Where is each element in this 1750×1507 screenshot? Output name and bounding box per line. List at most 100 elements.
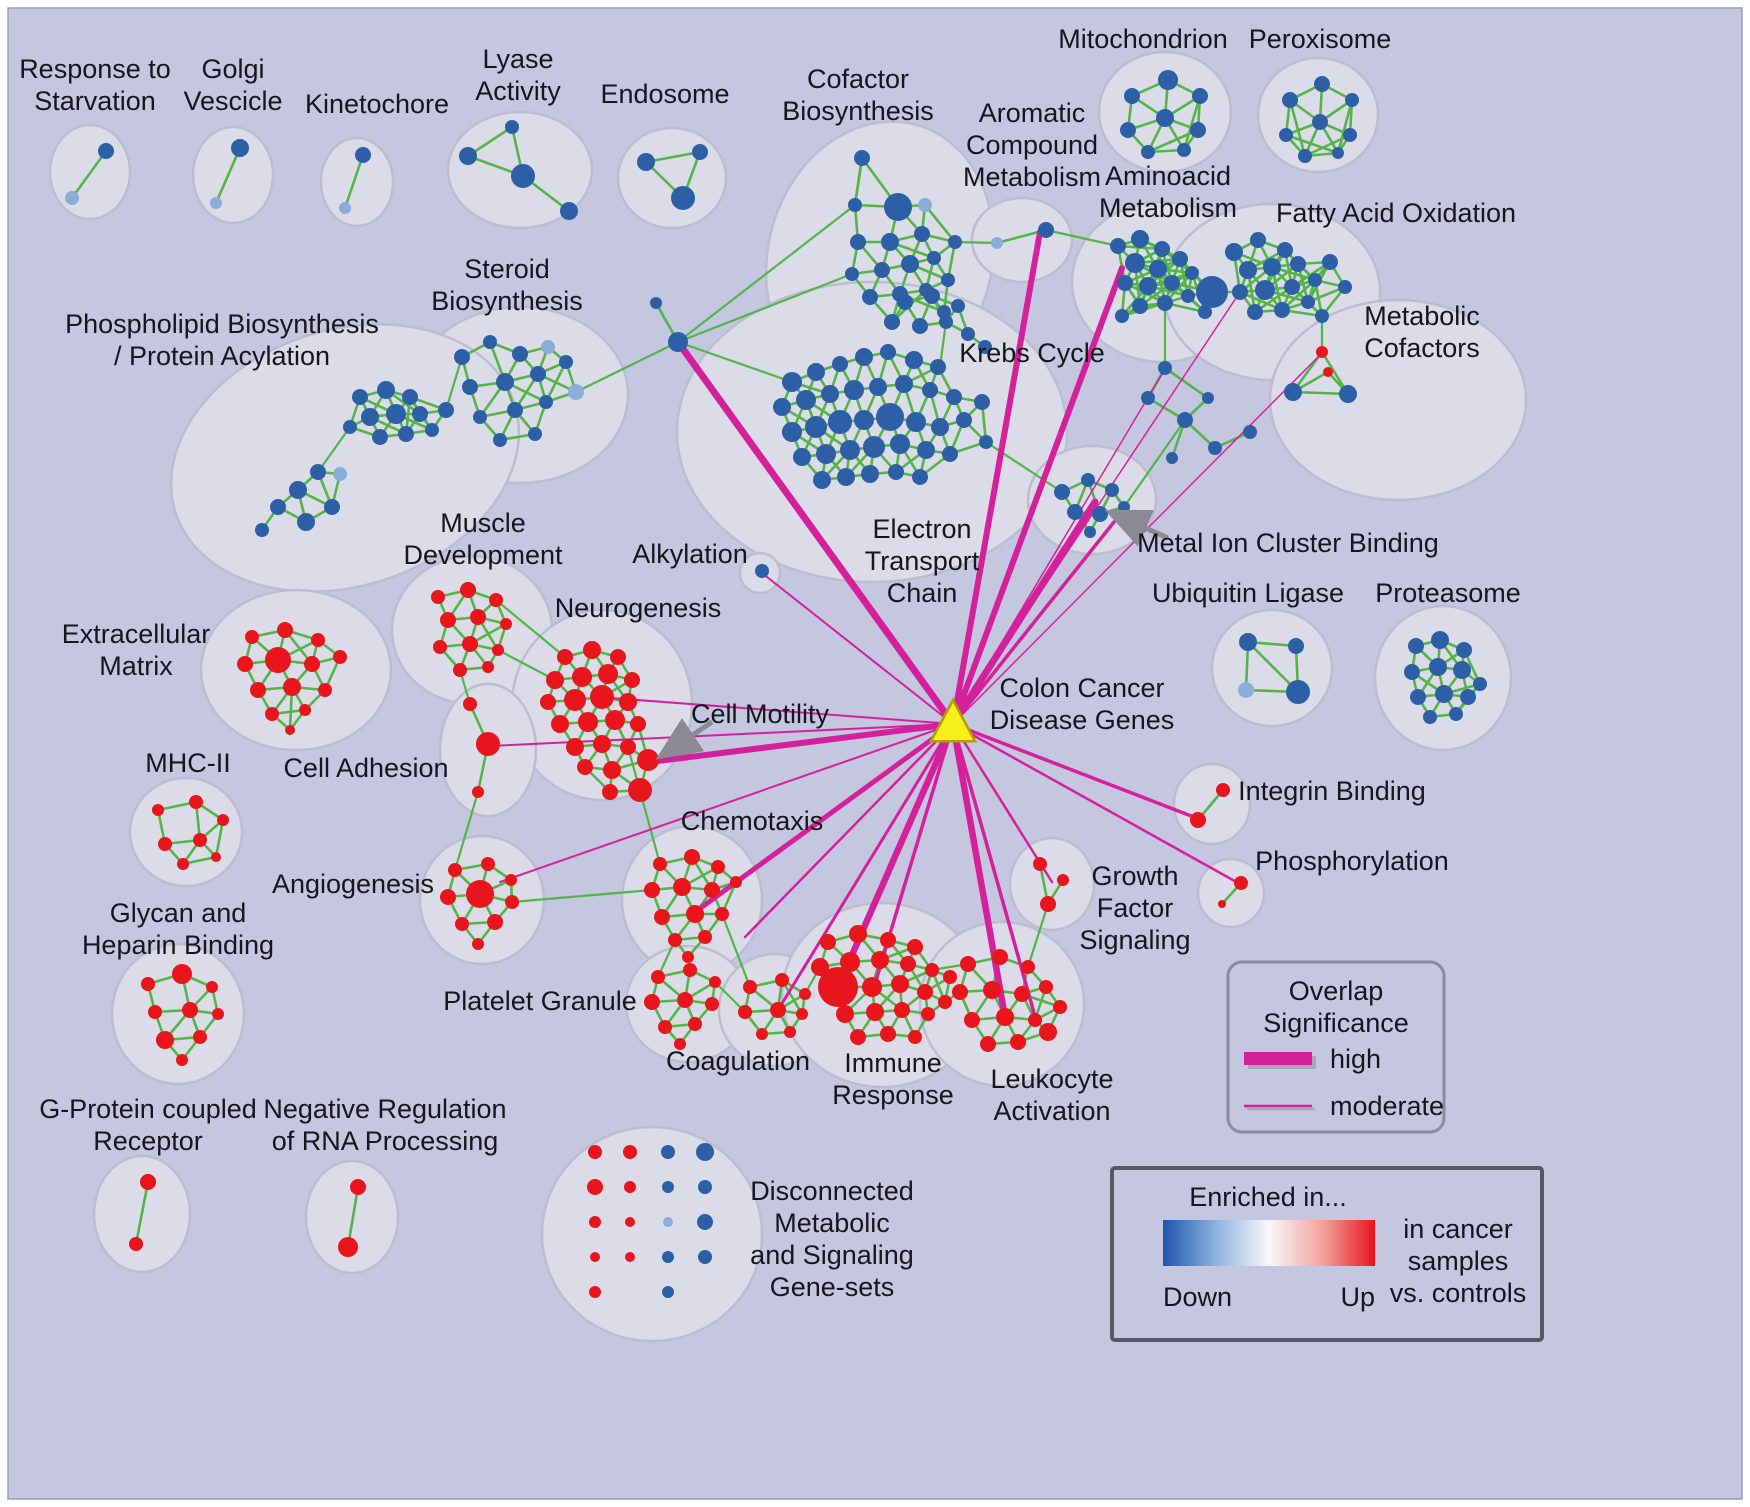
leukocyte-activation-node[interactable] [992,949,1008,965]
electron-transport-chain-node[interactable] [905,351,923,369]
proteasome-node[interactable] [1408,638,1424,654]
leukocyte-activation-node[interactable] [1028,1013,1042,1027]
disconnected-gene-sets-node[interactable] [698,1250,712,1264]
neurogenesis-node[interactable] [578,712,598,732]
metabolic-bridge-node[interactable] [1158,361,1172,375]
immune-response-node[interactable] [907,939,923,955]
aminoacid-metabolism-node[interactable] [1132,298,1148,314]
aminoacid-metabolism-node[interactable] [1172,251,1188,267]
glycan-heparin-binding-node[interactable] [156,1031,174,1049]
aminoacid-metabolism-node[interactable] [1131,230,1149,248]
proteasome-node[interactable] [1449,707,1463,721]
proteasome-node[interactable] [1404,664,1420,680]
chemotaxis-node[interactable] [711,860,725,874]
phospholipid-biosynthesis-node[interactable] [324,499,340,515]
fatty-acid-oxidation-node[interactable] [1290,256,1306,272]
cell-adhesion-node[interactable] [476,732,500,756]
steroid-biosynthesis-node[interactable] [539,395,553,409]
electron-transport-chain-node[interactable] [974,394,990,410]
phospholipid-biosynthesis-node[interactable] [297,513,315,531]
cofactor-biosynthesis-node[interactable] [881,233,899,251]
growth-factor-signaling-node[interactable] [1033,857,1047,871]
proteasome-node[interactable] [1410,689,1426,705]
neurogenesis-node[interactable] [557,649,573,665]
cofactor-biosynthesis-node[interactable] [884,314,900,330]
growth-factor-signaling-node[interactable] [1057,874,1069,886]
angiogenesis-node[interactable] [505,874,517,886]
neurogenesis-node[interactable] [572,667,592,687]
ubiquitin-ligase-node[interactable] [1238,682,1254,698]
glycan-heparin-binding-node[interactable] [148,1005,162,1019]
mitochondrion-node[interactable] [1177,143,1191,157]
negative-regulation-rna-node[interactable] [350,1179,366,1195]
krebs-cycle-node[interactable] [897,294,913,310]
g-protein-coupled-receptor-node[interactable] [129,1237,143,1251]
immune-response-node[interactable] [894,1002,910,1018]
extracellular-matrix-node[interactable] [333,650,347,664]
extracellular-matrix-node[interactable] [245,630,259,644]
neurogenesis-node[interactable] [603,761,621,779]
muscle-development-node[interactable] [433,640,447,654]
immune-response-node[interactable] [862,977,882,997]
mhc-ii-node[interactable] [211,852,221,862]
muscle-development-node[interactable] [440,612,456,628]
electron-transport-chain-node[interactable] [942,446,958,462]
neurogenesis-node[interactable] [605,710,625,730]
glycan-heparin-binding-node[interactable] [176,1054,188,1066]
immune-response-node[interactable] [900,956,916,972]
coagulation-node[interactable] [770,1002,786,1018]
leukocyte-activation-node[interactable] [1021,960,1035,974]
fatty-acid-oxidation-node[interactable] [1308,273,1322,287]
lyase-activity-node[interactable] [505,120,519,134]
neurogenesis-node[interactable] [577,759,593,775]
aminoacid-metabolism-node[interactable] [1117,275,1133,291]
phospholipid-biosynthesis-node[interactable] [255,523,269,537]
proteasome-node[interactable] [1431,631,1449,649]
electron-transport-chain-node[interactable] [854,410,874,430]
immune-response-node[interactable] [943,970,957,984]
platelet-granule-node[interactable] [688,1017,702,1031]
immune-response-node[interactable] [850,1029,866,1045]
phospholipid-biosynthesis-node[interactable] [372,429,388,445]
platelet-granule-node[interactable] [705,997,719,1011]
aminoacid-metabolism-node[interactable] [1125,253,1145,273]
glycan-heparin-binding-node[interactable] [141,977,155,991]
cofactor-biosynthesis-node[interactable] [884,193,912,221]
cell-adhesion-node[interactable] [463,697,477,711]
chemotaxis-node[interactable] [730,876,742,888]
cofactor-biosynthesis-node[interactable] [874,262,890,278]
golgi-vescicle-node[interactable] [210,197,222,209]
coagulation-node[interactable] [743,980,757,994]
angiogenesis-node[interactable] [505,895,519,909]
electron-transport-chain-node[interactable] [782,372,802,392]
extracellular-matrix-node[interactable] [283,678,301,696]
endosome-node[interactable] [671,186,695,210]
fatty-acid-oxidation-node[interactable] [1225,243,1243,261]
disconnected-gene-sets-node[interactable] [589,1216,601,1228]
response-to-starvation-node[interactable] [98,143,114,159]
phospholipid-biosynthesis-node[interactable] [438,402,454,418]
platelet-granule-node[interactable] [709,976,721,988]
aminoacid-metabolism-node[interactable] [1185,266,1199,280]
electron-transport-chain-node[interactable] [917,441,935,459]
ubiquitin-ligase-node[interactable] [1286,680,1310,704]
phospholipid-biosynthesis-node[interactable] [377,381,395,399]
kinetochore-node[interactable] [339,202,351,214]
platelet-granule-node[interactable] [651,970,665,984]
angiogenesis-node[interactable] [440,889,456,905]
peroxisome-node[interactable] [1282,92,1298,108]
electron-transport-chain-node[interactable] [930,359,946,375]
chemotaxis-node[interactable] [668,933,682,947]
proteasome-node[interactable] [1429,658,1447,676]
metabolic-bridge-node[interactable] [1208,441,1222,455]
glycan-heparin-binding-node[interactable] [172,964,192,984]
peroxisome-node[interactable] [1332,147,1344,159]
metabolic-bridge-node[interactable] [1177,412,1193,428]
disconnected-gene-sets-node[interactable] [625,1217,635,1227]
endosome-node[interactable] [692,144,708,160]
muscle-development-node[interactable] [453,663,467,677]
glycan-heparin-binding-node[interactable] [193,1030,207,1044]
electron-transport-chain-node[interactable] [895,375,913,393]
cofactor-biosynthesis-node[interactable] [918,198,932,212]
leukocyte-activation-node[interactable] [1039,980,1053,994]
